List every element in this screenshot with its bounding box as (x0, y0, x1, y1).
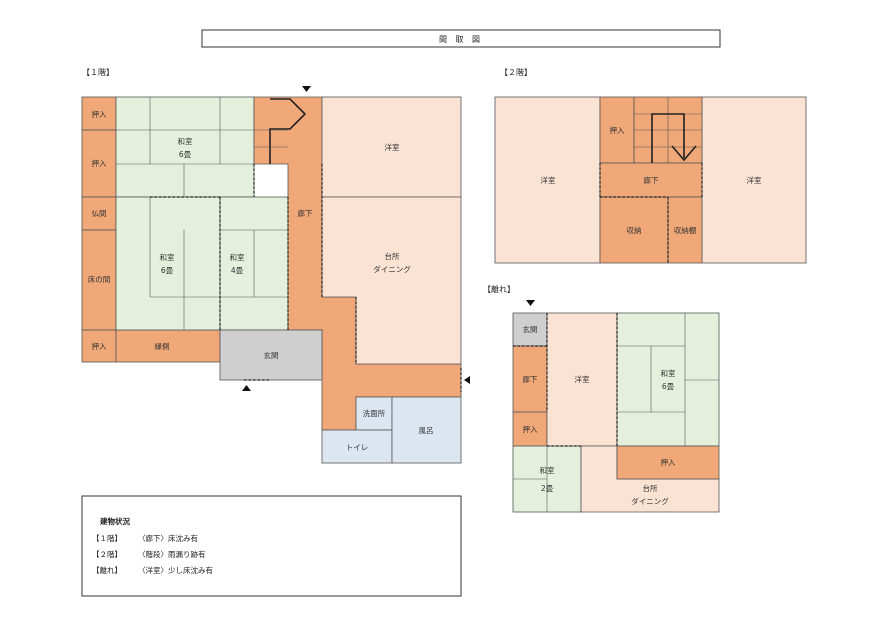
entry-arrow-annex (526, 300, 535, 306)
room3-genkan (512, 312, 548, 347)
room3-oshiire-right (616, 445, 720, 480)
label2-youshitsu-right: 洋室 (747, 175, 762, 185)
label-washitsu-right-size: 4畳 (231, 266, 244, 275)
note-floor-3: 【離れ】 (92, 565, 122, 575)
label3-rouka: 廊下 (523, 374, 538, 384)
room-engawa (115, 329, 221, 363)
floor2-label: 【２階】 (500, 67, 532, 77)
room3-washitsu6 (616, 312, 720, 447)
annex-door-lines (513, 313, 618, 447)
room-furo (391, 396, 462, 464)
floor1-door-lines (150, 164, 462, 392)
label-butsuma: 仏間 (92, 209, 107, 218)
label-oshiire-top: 押入 (92, 109, 107, 119)
label3-washitsu6-size: 6畳 (662, 382, 675, 391)
notes-heading: 建物状況 (99, 516, 130, 526)
label3-washitsu2-size: 2畳 (541, 484, 554, 493)
floor1-label: 【１階】 (82, 67, 114, 77)
label2-shunodana: 収納棚 (674, 225, 697, 235)
floor1-tatami-lines (116, 97, 288, 330)
label-washitsu-top: 和室 (178, 136, 193, 146)
label-genkan: 玄関 (264, 350, 279, 360)
floor2-stairs (651, 113, 697, 163)
label-youshitsu: 洋室 (385, 142, 400, 152)
label2-rouka: 廊下 (644, 175, 659, 185)
plan-title: 間 取 図 (439, 35, 483, 44)
label-tokonoma: 床の間 (88, 274, 111, 284)
room-butsuma (81, 196, 117, 231)
label2-youshitsu-left: 洋室 (541, 175, 556, 185)
label2-shuno: 収納 (627, 225, 642, 235)
label2-oshiire: 押入 (610, 125, 625, 135)
entry-arrow-top (302, 86, 311, 92)
room3-oshiire-left (512, 411, 548, 447)
label-oshiire-mid: 押入 (92, 158, 107, 168)
label3-kitchen: 台所 (643, 483, 658, 493)
room3-youshitsu (546, 312, 618, 447)
label-dining: ダイニング (373, 264, 411, 274)
note-floor-1: 【１階】 (92, 533, 122, 543)
label-kitchen: 台所 (385, 251, 400, 261)
room-oshiire-bottom (81, 329, 117, 363)
label3-genkan: 玄関 (523, 324, 538, 334)
room-washitsu-mid (115, 196, 221, 331)
note-floor-2: 【２階】 (92, 549, 122, 559)
label-washitsu-mid: 和室 (160, 252, 175, 262)
annex-tatami-lines (513, 313, 719, 512)
room2-shuno (599, 196, 669, 264)
label-washitsu-top-size: 6畳 (179, 150, 192, 159)
room-washitsu-top (115, 96, 255, 198)
label-washitsu-right: 和室 (230, 252, 245, 262)
label-toilet: トイレ (346, 443, 369, 452)
label-furo: 風呂 (419, 426, 434, 435)
notes-box: 建物状況 【１階】 〈廊下〉床沈み有 【２階】 〈階段〉雨漏り跡有 【離れ】 〈… (81, 495, 462, 597)
room-genkan (219, 329, 323, 381)
entry-arrow-genkan (242, 385, 251, 391)
room2-oshiire (599, 96, 635, 164)
room-toilet (321, 429, 393, 464)
annex-plan (512, 312, 720, 513)
room2-shunodana (667, 196, 703, 264)
floor1-stairs (254, 98, 307, 164)
floor1-labels: 押入 押入 仏間 床の間 押入 縁側 和室 6畳 和室 6畳 和室 4畳 廊下 … (88, 109, 434, 452)
label3-oshiire-right: 押入 (661, 457, 676, 467)
label3-washitsu6: 和室 (661, 368, 676, 378)
entry-arrow-right (464, 376, 470, 384)
floor1-plan (81, 96, 462, 464)
label3-dining: ダイニング (631, 496, 669, 506)
label3-washitsu2: 和室 (540, 465, 555, 475)
label-rouka: 廊下 (298, 208, 313, 218)
floor2-labels: 洋室 押入 廊下 洋室 収納 収納棚 (541, 125, 762, 235)
floor2-door-lines (599, 163, 703, 263)
annex-labels: 玄関 廊下 押入 洋室 和室 6畳 押入 和室 2畳 台所 ダイニング (523, 324, 676, 506)
label3-youshitsu: 洋室 (575, 374, 590, 384)
room2-youshitsu-right (701, 96, 807, 264)
label-senmenjo: 洗面所 (363, 408, 386, 418)
label3-oshiire-left: 押入 (523, 424, 538, 434)
label-oshiire-bottom: 押入 (92, 341, 107, 351)
room-oshiire-mid (81, 129, 117, 198)
room2-youshitsu-left (494, 96, 601, 264)
label-washitsu-mid-size: 6畳 (161, 266, 174, 275)
annex-label: 【離れ】 (483, 284, 515, 294)
note-text-1: 〈廊下〉床沈み有 (138, 533, 198, 543)
room-oshiire-top (81, 96, 117, 131)
label-engawa: 縁側 (155, 341, 170, 351)
note-text-3: 〈洋室〉少し床沈み有 (138, 565, 213, 575)
title-box: 間 取 図 (201, 29, 721, 48)
note-text-2: 〈階段〉雨漏り跡有 (138, 549, 206, 559)
floor2-plan (494, 96, 807, 264)
